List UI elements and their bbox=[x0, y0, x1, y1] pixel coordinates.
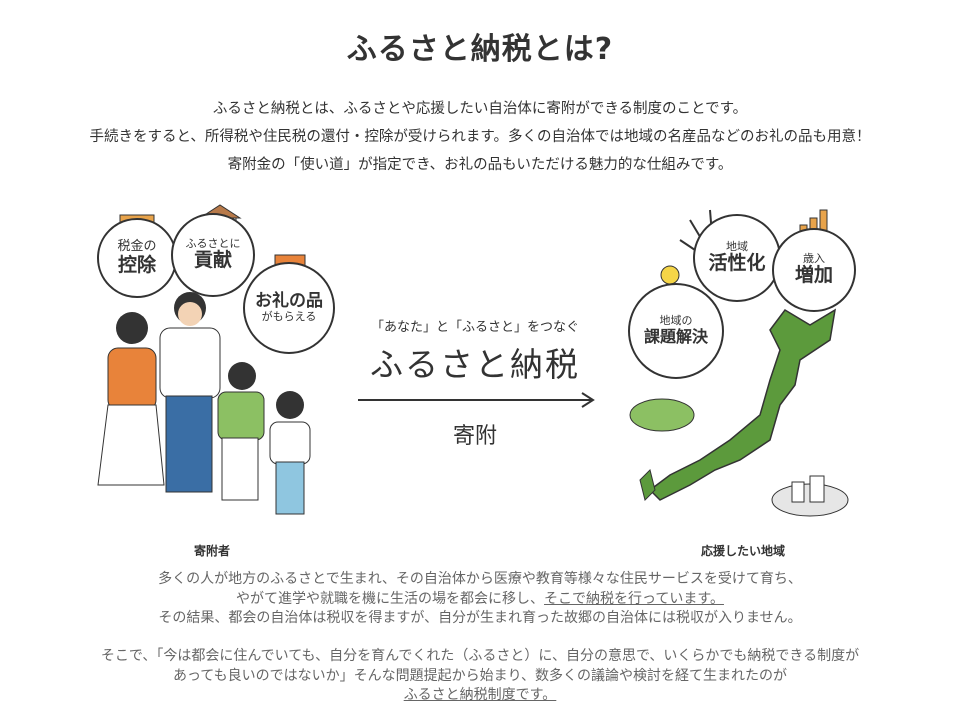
donation-label: 寄附 bbox=[452, 424, 497, 449]
circle-label-main: 活性化 bbox=[708, 252, 766, 275]
page-title: ふるさと納税とは? bbox=[346, 32, 614, 67]
body-line-3: その結果、都会の自治体は税収を得ますが、自分が生まれ育った故郷の自治体には税収が… bbox=[158, 610, 802, 626]
body-line-6: ふるさと納税制度です。 bbox=[0, 684, 960, 704]
tagline: 「あなた」と「ふるさと」をつなぐ bbox=[370, 320, 579, 335]
body-text: やがて進学や就職を機に生活の場を都会に移し、 bbox=[236, 591, 545, 607]
arrow-right-icon bbox=[358, 392, 595, 408]
benefit-tax-deduction: 税金の 控除 bbox=[97, 218, 177, 298]
effect-revitalization: 地域 活性化 bbox=[693, 214, 781, 302]
lightbulb-icon bbox=[660, 265, 680, 285]
effect-problem-solving: 地域の 課題解決 bbox=[628, 283, 724, 379]
intro-line-1: ふるさと納税とは、ふるさとや応援したい自治体に寄附ができる制度のことです。 bbox=[212, 101, 748, 117]
furusato-nozei-heading: ふるさと納税 bbox=[370, 345, 580, 384]
body-line-2: やがて進学や就職を機に生活の場を都会に移し、そこで納税を行っています。 bbox=[0, 588, 960, 608]
circle-label-main: 控除 bbox=[117, 253, 156, 276]
circle-label-top: ふるさとに bbox=[185, 236, 241, 250]
body-line-5: あっても良いのではないか」そんな問題提起から始まり、数多くの議論や検討を経て生ま… bbox=[172, 668, 788, 684]
village-icon bbox=[629, 398, 695, 432]
circle-label-top: 地域 bbox=[726, 239, 748, 253]
circle-label-main: 課題解決 bbox=[643, 327, 708, 347]
tax-payment-link[interactable]: そこで納税を行っています。 bbox=[544, 591, 724, 607]
circle-label-top: 地域の bbox=[659, 314, 693, 328]
intro-line-2: 手続きをすると、所得税や住民税の還付・控除が受けられます。多くの自治体では地域の… bbox=[89, 129, 871, 145]
circle-label-main: お礼の品 bbox=[255, 290, 323, 311]
effect-revenue-increase: 歳入 増加 bbox=[772, 228, 856, 312]
benefit-gift: お礼の品 がもらえる bbox=[243, 262, 335, 354]
body-line-4: そこで、「今は都会に住んでいても、自分を育んでくれた（ふるさと）に、自分の意思で… bbox=[100, 648, 860, 664]
intro-line-3: 寄附金の「使い道」が指定でき、お礼の品もいただける魅力的な仕組みです。 bbox=[227, 157, 733, 173]
circle-label-top: 歳入 bbox=[803, 251, 825, 265]
region-label: 応援したい地域 bbox=[700, 544, 785, 558]
circle-label-bottom: がもらえる bbox=[261, 310, 317, 324]
circle-label-top: 税金の bbox=[117, 238, 157, 254]
donor-label: 寄附者 bbox=[193, 544, 230, 558]
furusato-system-link[interactable]: ふるさと納税制度です。 bbox=[403, 687, 557, 703]
body-line-1: 多くの人が地方のふるさとで生まれ、その自治体から医療や教育等様々な住民サービスを… bbox=[158, 571, 802, 587]
japan-map-illustration bbox=[629, 209, 849, 517]
circle-label-main: 貢献 bbox=[193, 249, 232, 272]
circle-label-main: 増加 bbox=[794, 264, 833, 287]
japan-map bbox=[648, 308, 837, 501]
benefit-contribution: ふるさとに 貢献 bbox=[171, 213, 255, 297]
